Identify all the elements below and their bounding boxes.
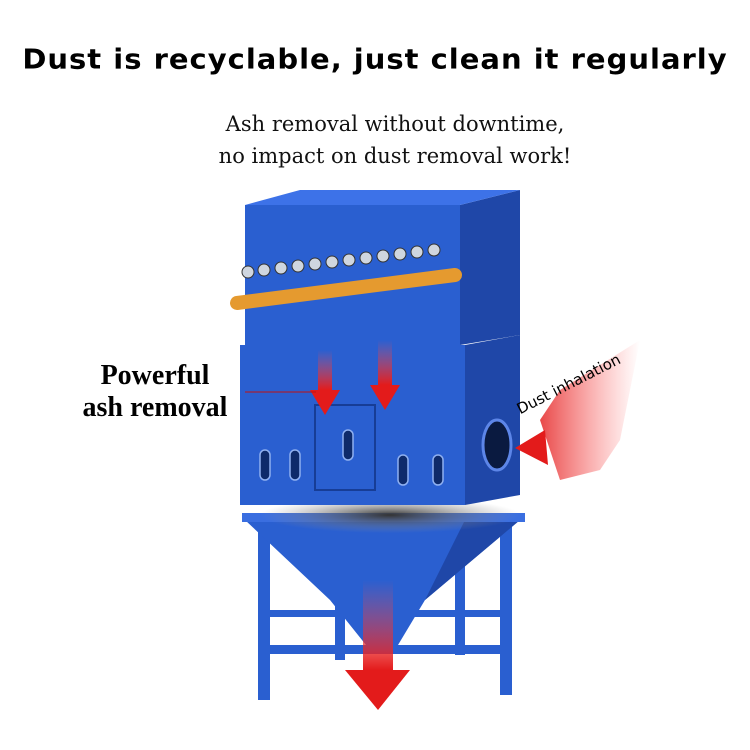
headline: Dust is recyclable, just clean it regula… [22,42,728,76]
powerful-ash-removal-callout: Powerful ash removal [50,360,260,424]
access-door [314,404,376,491]
callout-line-1: Powerful [100,360,210,391]
red-arrows [245,340,640,710]
subtitle-line-2: no impact on dust removal work! [218,144,572,168]
callout-line-2: ash removal [82,392,228,423]
subtitle-line-1: Ash removal without downtime, [225,112,565,136]
air-header-pipe [230,268,462,310]
lower-chamber [240,345,465,505]
air-inlet [481,418,513,472]
